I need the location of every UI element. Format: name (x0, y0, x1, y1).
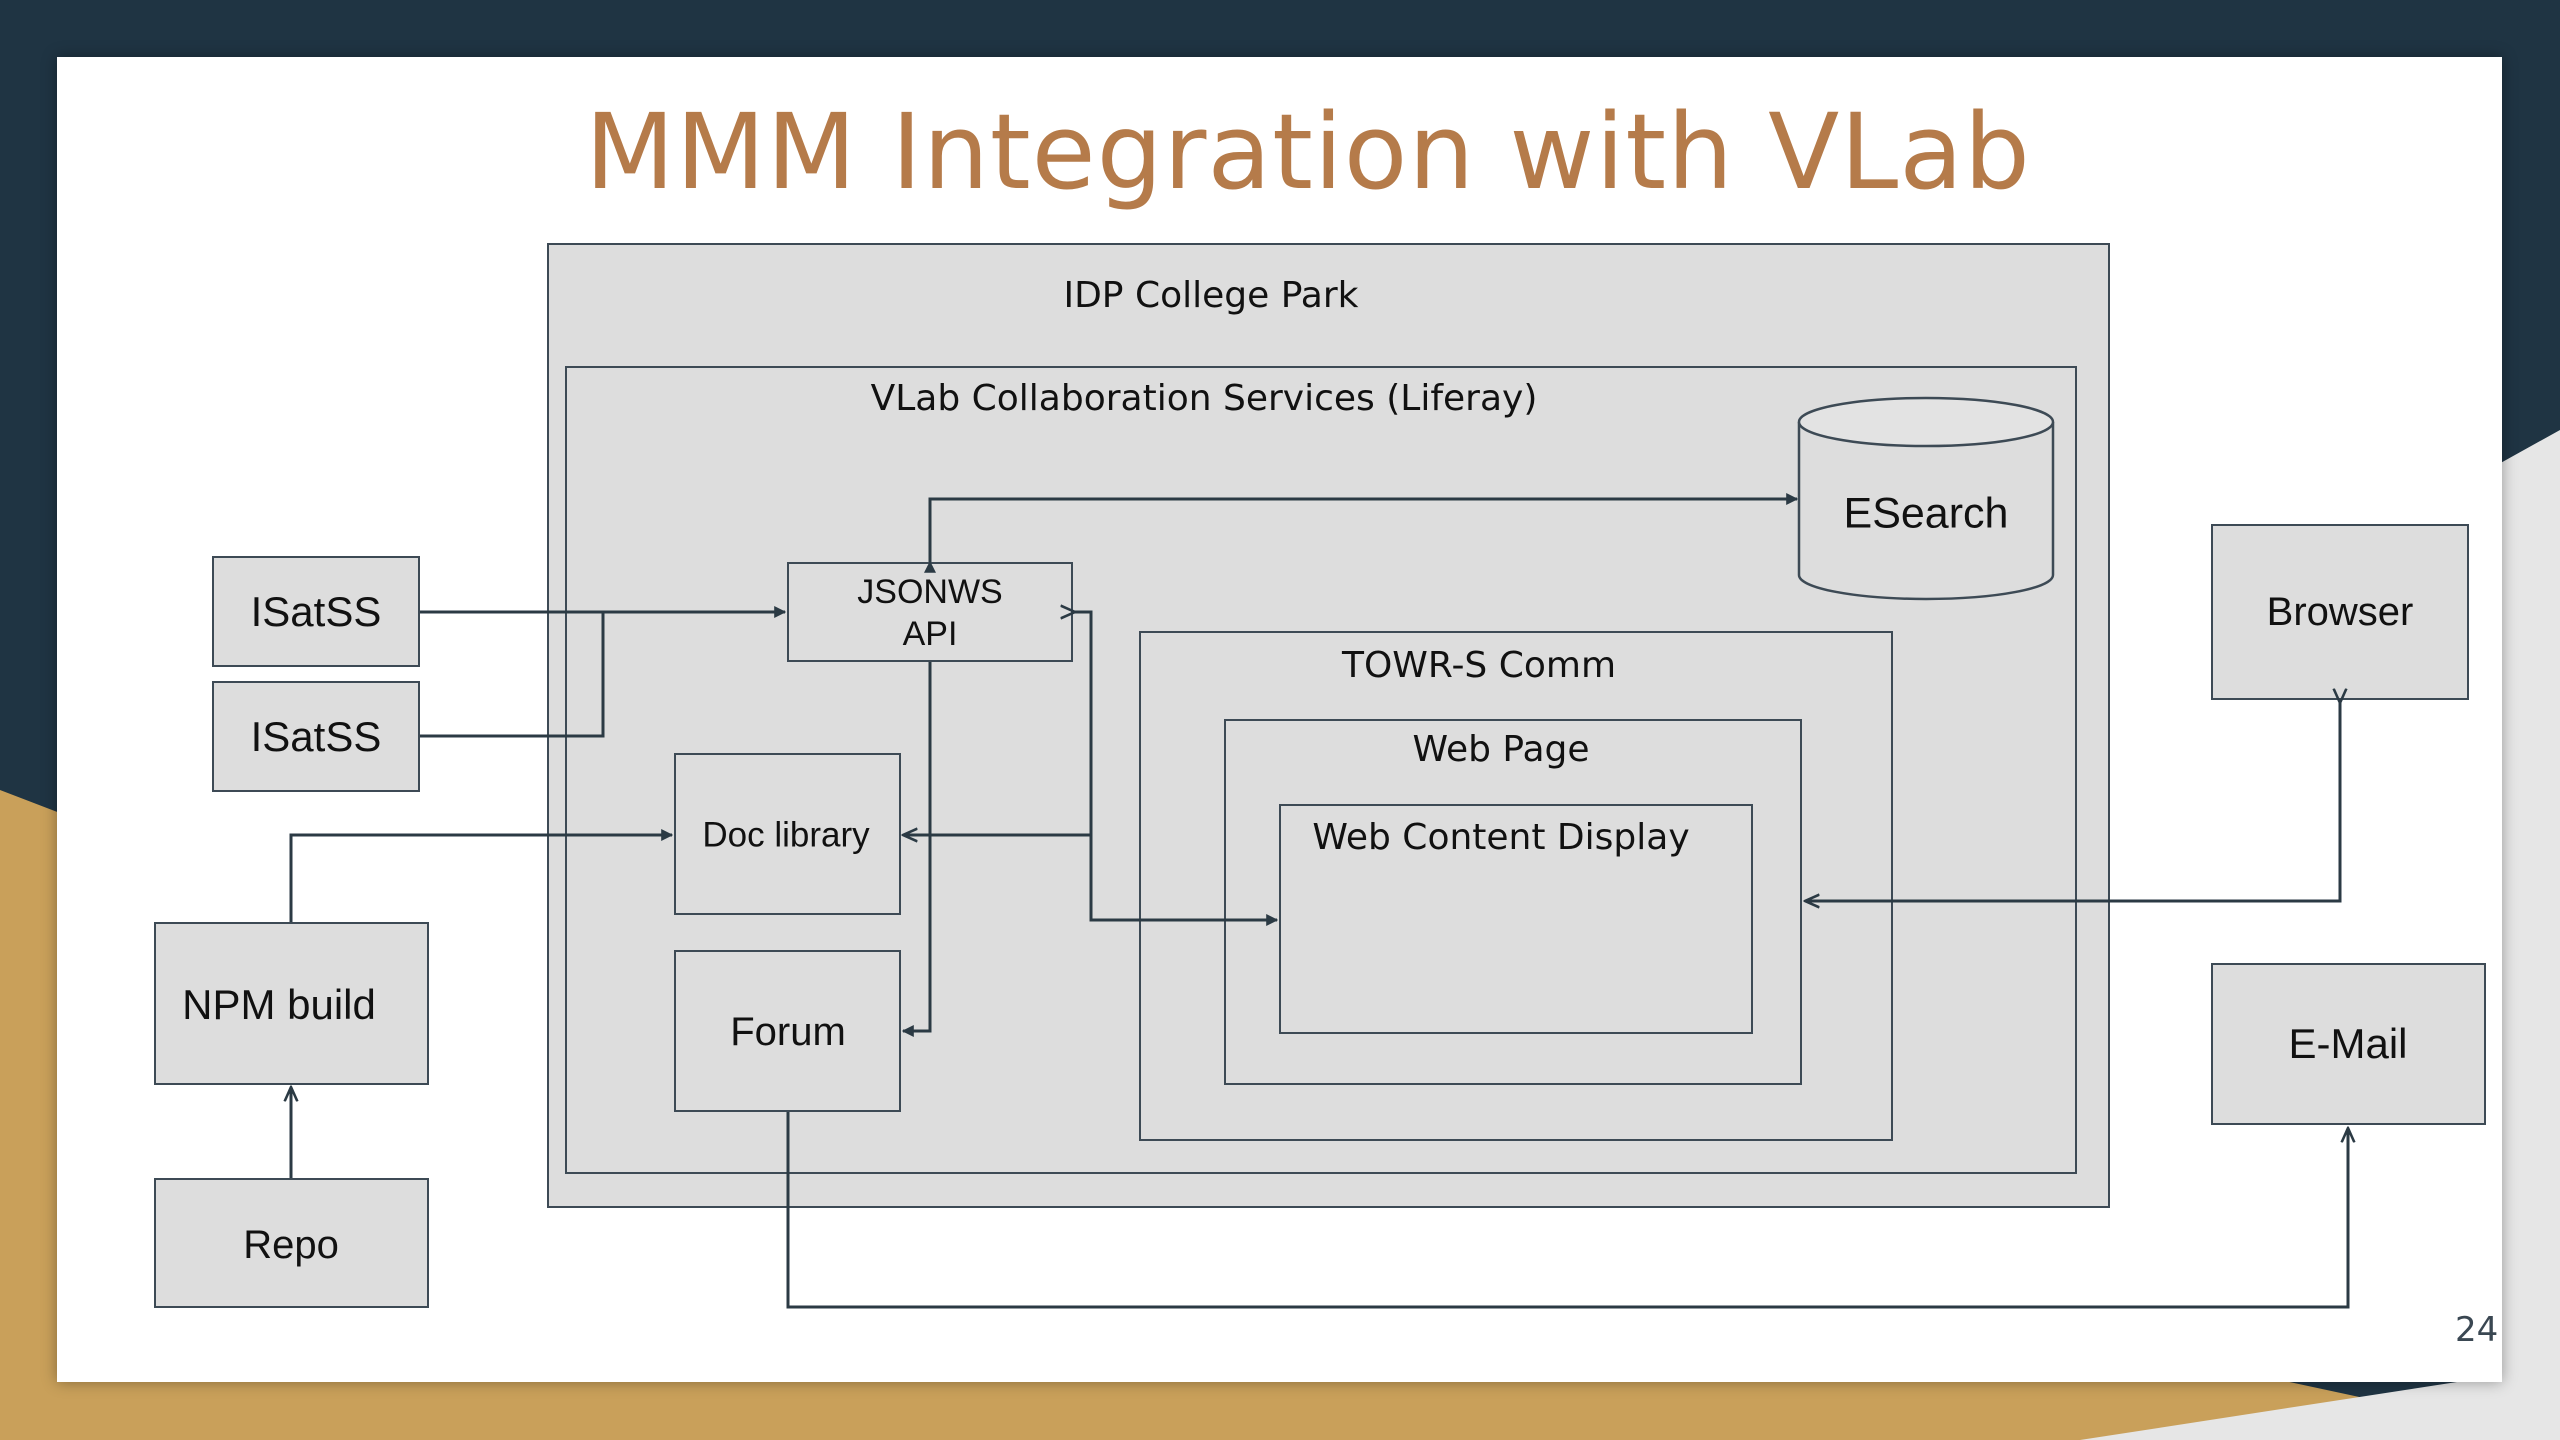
email-box (2211, 963, 2486, 1125)
isatss-box-1 (212, 556, 420, 667)
api-label: API (902, 615, 958, 653)
npm-build-box (154, 922, 429, 1085)
web-content-display-box (1279, 804, 1753, 1034)
slide-title: MMM Integration with VLab (585, 91, 2031, 213)
isatss2-jsonws-connector (420, 612, 605, 738)
npm-build-label: NPM build (182, 981, 376, 1028)
repo-box (154, 1178, 429, 1308)
email-label: E-Mail (2288, 1020, 2408, 1067)
browser-label: Browser (2266, 590, 2414, 634)
jsonws-esearch-connector (924, 493, 1799, 573)
browser-box (2211, 524, 2469, 700)
vlab-services-label: VLab Collaboration Services (Liferay) (870, 378, 1538, 419)
web-content-display-label: Web Content Display (1312, 817, 1690, 858)
esearch-label: ESearch (1843, 489, 2009, 538)
web-page-label: Web Page (1412, 729, 1590, 770)
forum-box (674, 950, 901, 1112)
forum-label: Forum (730, 1010, 846, 1054)
towr-s-comm-label: TOWR-S Comm (1341, 645, 1617, 686)
doc-library-label: Doc library (702, 815, 870, 855)
browser-webpage-connector (1805, 703, 2340, 901)
esearch-database-icon (1797, 396, 2055, 601)
jsonws-label: JSONWS (857, 573, 1003, 611)
idp-college-park-label: IDP College Park (1063, 275, 1359, 316)
isatss-label-2: ISatSS (250, 713, 382, 760)
repo-label: Repo (243, 1223, 339, 1267)
jsonws-webcontent-connector (1075, 612, 1277, 920)
slide-number: 24 (2455, 1310, 2499, 1350)
isatss-label-1: ISatSS (250, 588, 382, 635)
forum-email-connector (786, 1112, 2348, 1309)
doc-library-box (674, 753, 901, 915)
jsonws-forum-connector (901, 662, 932, 1037)
npm-doclib-connector (289, 829, 674, 922)
isatss-box-2 (212, 681, 420, 792)
jsonws-api-box (787, 562, 1073, 662)
